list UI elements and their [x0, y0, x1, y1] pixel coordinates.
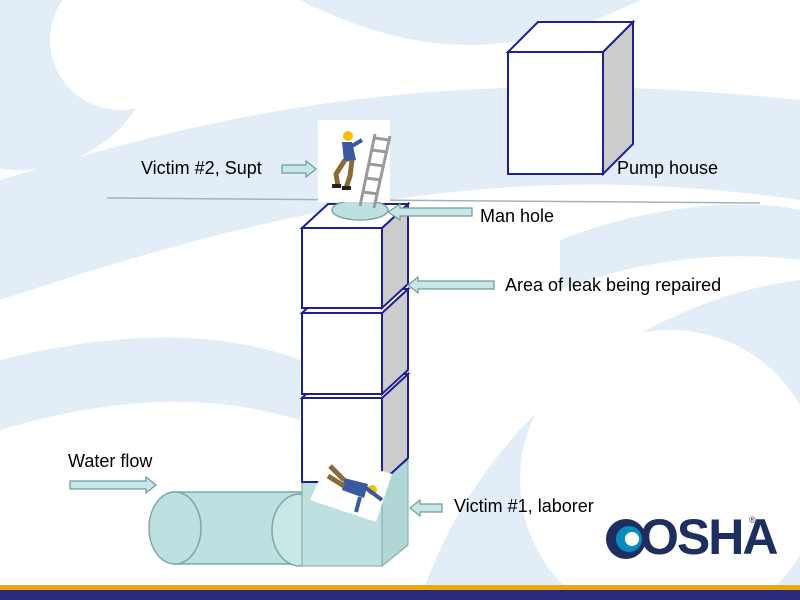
ladder-icon [358, 133, 392, 209]
pump-house-box [505, 19, 636, 177]
label-leak-area: Area of leak being repaired [505, 275, 722, 295]
label-victim-1: Victim #1, laborer [454, 496, 594, 516]
osha-registered-mark: ® [749, 515, 756, 525]
fallen-worker-icon [326, 464, 384, 513]
osha-logo-text: OSHA [640, 509, 778, 565]
label-man-hole: Man hole [480, 206, 555, 226]
footer-navy-stripe [0, 590, 800, 600]
footer-gold-stripe [0, 585, 800, 590]
label-water-flow: Water flow [68, 451, 153, 471]
ground-line [106, 197, 761, 204]
label-victim-2: Victim #2, Supt [141, 158, 262, 178]
arrow-water-flow [69, 475, 157, 495]
arrow-victim2 [281, 159, 317, 179]
arrow-leak-area [407, 275, 495, 295]
victim-2-figure [318, 120, 392, 209]
label-pump-house: Pump house [617, 158, 719, 178]
victim-1-figure [310, 456, 392, 522]
osha-logo-mark [606, 519, 646, 559]
worker-icon [332, 131, 364, 190]
arrow-man-hole [386, 202, 473, 222]
arrow-victim1 [409, 498, 443, 518]
water-pipe [148, 491, 329, 567]
